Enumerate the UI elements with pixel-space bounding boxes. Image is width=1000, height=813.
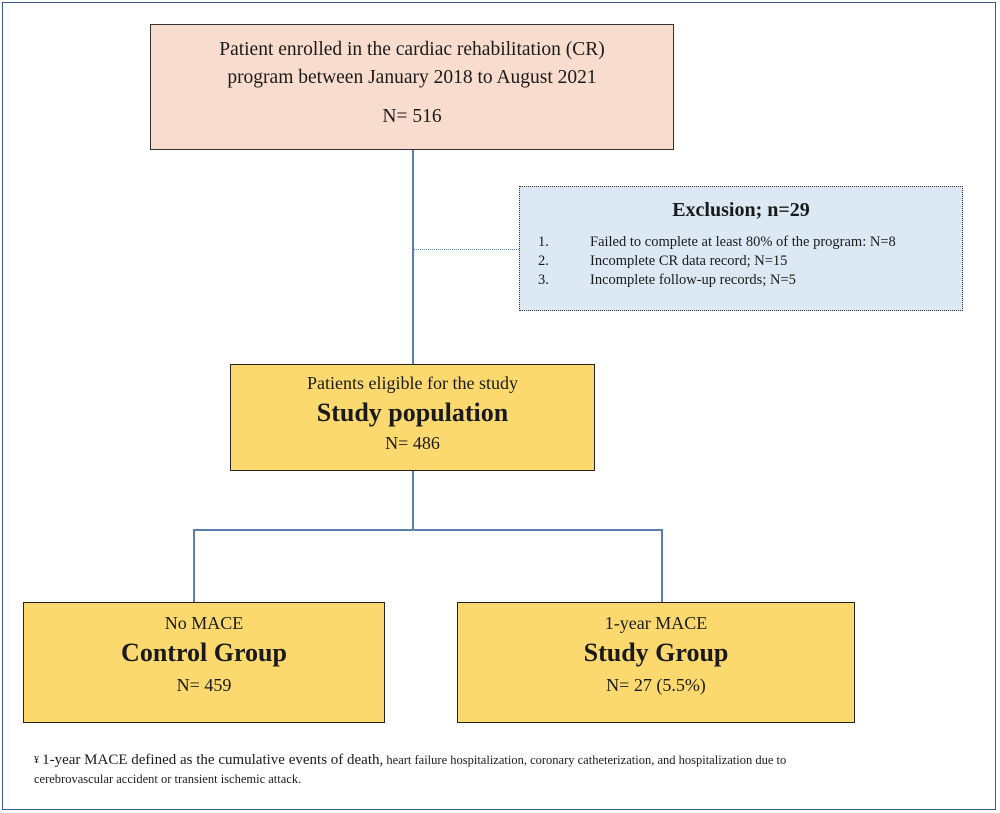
study-group-title: Study Group	[583, 638, 729, 667]
connector-enroll-to-study	[412, 150, 414, 364]
exclusion-item-number: 3.	[538, 272, 549, 288]
enrollment-box: Patient enrolled in the cardiac rehabili…	[150, 24, 674, 150]
footnote-lead: 1-year MACE defined as the cumulative ev…	[42, 752, 384, 768]
footnote-rest: heart failure hospitalization, coronary …	[386, 753, 787, 767]
exclusion-item: 1. Failed to complete at least 80% of the…	[538, 234, 896, 251]
exclusion-item-number: 1.	[538, 234, 549, 250]
exclusion-item-text: Incomplete follow-up records; N=5	[590, 272, 796, 288]
control-group-title: Control Group	[121, 638, 287, 667]
control-group-count: N= 459	[176, 675, 232, 695]
control-group-box: No MACE Control Group N= 459	[23, 602, 385, 723]
enrollment-text: Patient enrolled in the cardiac rehabili…	[151, 36, 673, 92]
exclusion-item-number: 2.	[538, 253, 549, 269]
study-population-box: Patients eligible for the study Study po…	[230, 364, 595, 471]
study-population-count: N= 486	[385, 433, 440, 453]
enrollment-line2: program between January 2018 to August 2…	[227, 67, 597, 88]
exclusion-title: Exclusion; n=29	[672, 199, 810, 221]
exclusion-item: 2. Incomplete CR data record; N=15	[538, 253, 787, 270]
exclusion-box: Exclusion; n=29 1. Failed to complete at …	[519, 186, 963, 311]
study-group-box: 1-year MACE Study Group N= 27 (5.5%)	[457, 602, 855, 723]
exclusion-item-text: Failed to complete at least 80% of the p…	[590, 234, 896, 250]
study-group-subtitle: 1-year MACE	[604, 613, 708, 633]
study-group-count: N= 27 (5.5%)	[606, 675, 706, 695]
study-population-subtitle: Patients eligible for the study	[307, 373, 518, 393]
enrollment-line1: Patient enrolled in the cardiac rehabili…	[219, 39, 605, 60]
footnote-line2: cerebrovascular accident or transient is…	[34, 772, 302, 786]
footnote: ¥ 1-year MACE defined as the cumulative …	[34, 751, 934, 789]
control-group-subtitle: No MACE	[164, 613, 244, 633]
connector-to-control	[193, 529, 195, 602]
enrollment-count: N= 516	[382, 106, 442, 127]
connector-to-study-group	[661, 529, 663, 602]
exclusion-item-text: Incomplete CR data record; N=15	[590, 253, 788, 269]
connector-exclusion-branch	[413, 249, 519, 250]
connector-study-down	[412, 471, 414, 530]
exclusion-item: 3. Incomplete follow-up records; N=5	[538, 272, 796, 289]
connector-horizontal-split	[193, 529, 662, 531]
study-population-title: Study population	[316, 398, 509, 427]
footnote-symbol: ¥	[34, 755, 39, 766]
